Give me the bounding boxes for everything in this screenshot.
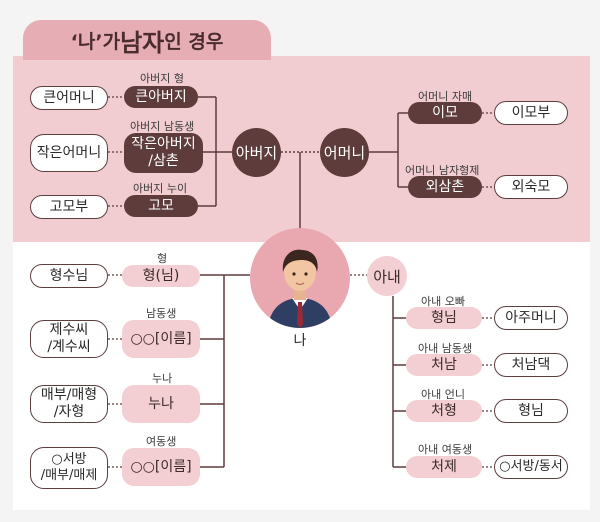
- node-keuneomeoni: 큰어머니: [30, 86, 108, 110]
- node-wife: 아내: [367, 256, 407, 296]
- label-wife-older-sister: 아내 언니: [421, 388, 465, 401]
- node-keunabeoji: 큰아버지: [124, 86, 198, 108]
- man-avatar-icon: [268, 249, 332, 328]
- label-wife-older-brother: 아내 오빠: [421, 295, 465, 308]
- node-oesamchon: 외삼촌: [408, 176, 482, 198]
- label-mother-brother: 어머니 남자형제: [405, 164, 480, 177]
- node-younger-sister: ○○[이름]: [122, 448, 200, 486]
- label-younger-sister: 여동생: [146, 435, 177, 448]
- me-label: 나: [293, 333, 307, 349]
- node-gomobu: 고모부: [30, 195, 108, 219]
- node-maebu: 매부/매형 /자형: [30, 385, 108, 423]
- label-father-older-brother: 아버지 형: [140, 72, 184, 85]
- paternal-maternal-band: [13, 56, 590, 242]
- label-father-sister: 아버지 누이: [133, 182, 188, 195]
- node-jageuneomeoni: 작은어머니: [30, 134, 108, 172]
- me-avatar: [250, 228, 350, 328]
- node-cheoje: 처제: [406, 456, 482, 478]
- node-hyeongsunim: 형수님: [30, 264, 108, 288]
- node-imo: 이모: [408, 102, 482, 124]
- label-older-sister: 누나: [152, 372, 173, 385]
- node-dongseo: ○서방/동서: [494, 455, 568, 479]
- node-father: 아버지: [232, 128, 281, 177]
- node-gomo: 고모: [124, 195, 198, 217]
- label-mother-sister: 어머니 자매: [418, 90, 473, 103]
- node-cheohyeong: 처형: [406, 400, 482, 422]
- title-suffix: 인 경우: [164, 30, 224, 53]
- node-nuna: 누나: [122, 385, 200, 423]
- title-prefix: ‘나’가: [70, 30, 121, 53]
- label-wife-younger-sister: 아내 여동생: [418, 443, 473, 456]
- node-ajumeoni: 아주머니: [494, 306, 568, 330]
- node-seobang: ○서방 /매부/매제: [30, 447, 108, 489]
- label-younger-brother: 남동생: [146, 307, 177, 320]
- node-jageunabeoji: 작은아버지 /삼촌: [124, 133, 203, 173]
- node-mother: 어머니: [320, 128, 369, 177]
- label-wife-younger-brother: 아내 남동생: [418, 342, 473, 355]
- node-imobu: 이모부: [494, 101, 568, 125]
- node-cheonam: 처남: [406, 354, 482, 376]
- node-younger-brother: ○○[이름]: [122, 320, 200, 358]
- node-hyeongnim: 형님: [406, 307, 482, 329]
- node-jesussi: 제수씨 /계수씨: [30, 320, 108, 358]
- node-cheonamdaek: 처남댁: [494, 353, 568, 377]
- label-older-brother: 형: [157, 252, 168, 265]
- node-hyeongnim-husband: 형님: [494, 399, 568, 423]
- label-father-younger-brother: 아버지 남동생: [130, 120, 195, 133]
- node-hyeong: 형(님): [122, 265, 200, 287]
- node-oesungmo: 외숙모: [494, 175, 568, 199]
- title-highlight: 남자: [120, 28, 165, 57]
